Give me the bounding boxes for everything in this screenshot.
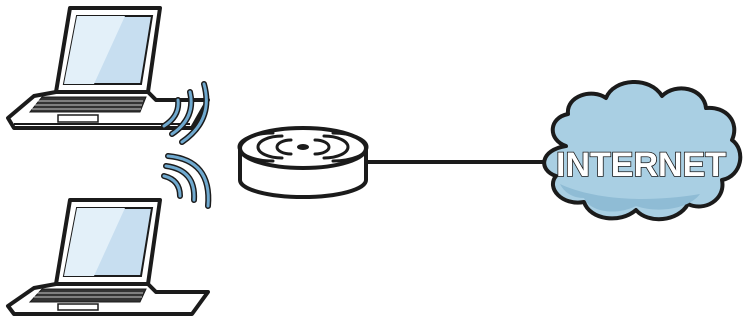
laptop-icon [8, 200, 208, 314]
cloud-icon: INTERNET [544, 82, 740, 219]
wireless-signal-icon [164, 156, 208, 206]
wireless-access-point-icon [239, 128, 367, 197]
cloud-label: INTERNET [556, 146, 726, 184]
